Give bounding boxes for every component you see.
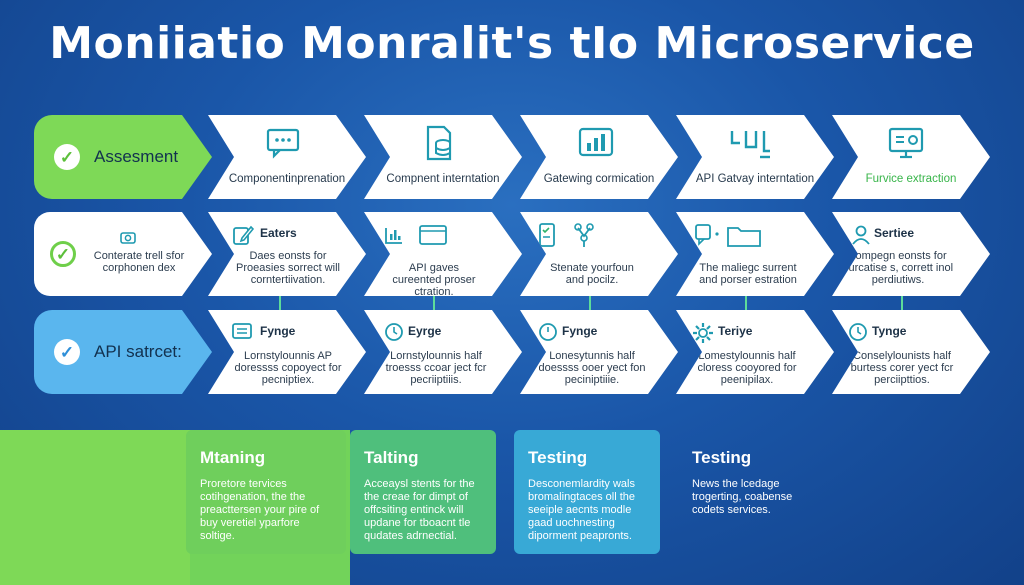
phase-panel[interactable]: Talting Acceaysl stents for the the crea… — [350, 430, 496, 554]
card-heading: Eaters — [260, 226, 297, 240]
phase-panel[interactable]: Mtaning Proretore tervices cotihgenation… — [186, 430, 346, 554]
step-card[interactable]: Sertiee Lompegn eonsts for curcatise s, … — [832, 212, 990, 296]
step-label: Furvice extraction — [865, 173, 957, 185]
gear-icon — [692, 322, 714, 344]
card-body: Lompegn eonsts for curcatise s, corrett … — [842, 250, 954, 286]
panel-body: Acceaysl stents for the the creae for di… — [364, 478, 475, 542]
card-body: Daes eonsts for Proeasies sorrect will c… — [236, 250, 340, 286]
chart-window-icon — [384, 224, 450, 246]
step-card[interactable]: Fynge Lornstylounnis AP doressss copoyec… — [208, 310, 366, 394]
card-heading: Tynge — [872, 324, 907, 338]
check-icon: ✓ — [50, 241, 76, 267]
list-icon — [232, 322, 252, 340]
bottom-band — [0, 430, 190, 585]
page-title: Moniiatio Monralit's tIo Microservice — [49, 18, 975, 69]
phase-panel[interactable]: Testing Desconemlardity wals bromalingta… — [514, 430, 660, 554]
panel-heading: Mtaning — [200, 448, 266, 467]
chat-folder-icon — [694, 222, 766, 248]
card-heading: Teriye — [718, 324, 753, 338]
clock-icon — [384, 322, 404, 342]
connector-line — [901, 296, 903, 310]
step-card[interactable]: Eaters Daes eonsts for Proeasies sorrect… — [208, 212, 366, 296]
step-card[interactable]: Componentinprenation — [208, 115, 366, 199]
api-stage[interactable]: ✓ API satrcet: — [34, 310, 212, 394]
panel-body: Proretore tervices cotihgenation, the th… — [200, 478, 320, 542]
card-heading: Eyrge — [408, 324, 442, 338]
check-icon: ✓ — [54, 144, 80, 170]
step-card[interactable]: Compnent interntation — [364, 115, 522, 199]
step-label: Componentinprenation — [228, 173, 346, 185]
step-card[interactable]: The maliegc surrent and porser estration — [676, 212, 834, 296]
card-body: Lomestylounnis half cloress cooyored for… — [697, 350, 797, 386]
monitor-icon — [888, 127, 926, 161]
card-heading: Fynge — [260, 324, 296, 338]
card-body: API gaves cureented proser ctration. — [392, 262, 476, 298]
step-card[interactable]: API Gatvay interntation — [676, 115, 834, 199]
user-icon — [850, 224, 872, 246]
card-body: Lornstylounnis half troesss ccoar ject f… — [385, 350, 487, 386]
card-heading: Sertiee — [874, 226, 915, 240]
step-card[interactable]: Eyrge Lornstylounnis half troesss ccoar … — [364, 310, 522, 394]
card-body: Lornstylounnis AP doressss copoyect for … — [234, 350, 342, 386]
step-card[interactable]: Furvice extraction — [832, 115, 990, 199]
assessment-stage[interactable]: ✓ Assesment — [34, 115, 212, 199]
connector-line — [279, 296, 281, 310]
panel-heading: Testing — [692, 448, 752, 467]
step-card[interactable]: Gatewing cormication — [520, 115, 678, 199]
panel-heading: Talting — [364, 448, 419, 467]
card-body: Conselylounists half burtess corer yect … — [850, 350, 954, 386]
check-icon: ✓ — [54, 339, 80, 365]
checklist-network-icon — [538, 222, 608, 248]
chat-icon — [266, 127, 302, 159]
network-icon — [728, 127, 774, 161]
document-database-icon — [424, 125, 458, 161]
clock-icon — [538, 322, 558, 342]
step-card[interactable]: Fynge Lonesytunnis half doessss ooer yec… — [520, 310, 678, 394]
card-body: Stenate yourfoun and pocilz. — [550, 262, 634, 286]
step-label: API Gatvay interntation — [695, 173, 815, 185]
step-card[interactable]: ✓ Conterate trell sfor corphonen dex — [34, 212, 212, 296]
step-card[interactable]: API gaves cureented proser ctration. — [364, 212, 522, 296]
api-label: API satrcet: — [94, 342, 182, 361]
step-card[interactable]: Teriye Lomestylounnis half cloress cooyo… — [676, 310, 834, 394]
panel-body: News the lcedage trogerting, coabense co… — [692, 478, 793, 516]
clock-icon — [848, 322, 868, 342]
step-card[interactable]: Tynge Conselylounists half burtess corer… — [832, 310, 990, 394]
card-body: Lonesytunnis half doessss ooer yect fon … — [538, 350, 646, 386]
camera-icon — [120, 230, 136, 244]
panel-body: Desconemlardity wals bromalingtaces oll … — [528, 478, 636, 542]
connector-line — [745, 296, 747, 310]
connector-line — [589, 296, 591, 310]
bar-chart-icon — [578, 127, 616, 159]
connector-line — [433, 296, 435, 310]
panel-heading: Testing — [528, 448, 588, 467]
lead-text: Conterate trell sfor corphonen dex — [93, 250, 185, 274]
edit-icon — [232, 224, 254, 246]
step-label: Gatewing cormication — [543, 173, 655, 185]
card-body: The maliegc surrent and porser estration — [699, 262, 797, 286]
card-heading: Fynge — [562, 324, 598, 338]
step-card[interactable]: Stenate yourfoun and pocilz. — [520, 212, 678, 296]
step-label: Compnent interntation — [386, 173, 500, 185]
phase-panel[interactable]: Testing News the lcedage trogerting, coa… — [678, 430, 818, 554]
assessment-label: Assesment — [94, 147, 179, 166]
